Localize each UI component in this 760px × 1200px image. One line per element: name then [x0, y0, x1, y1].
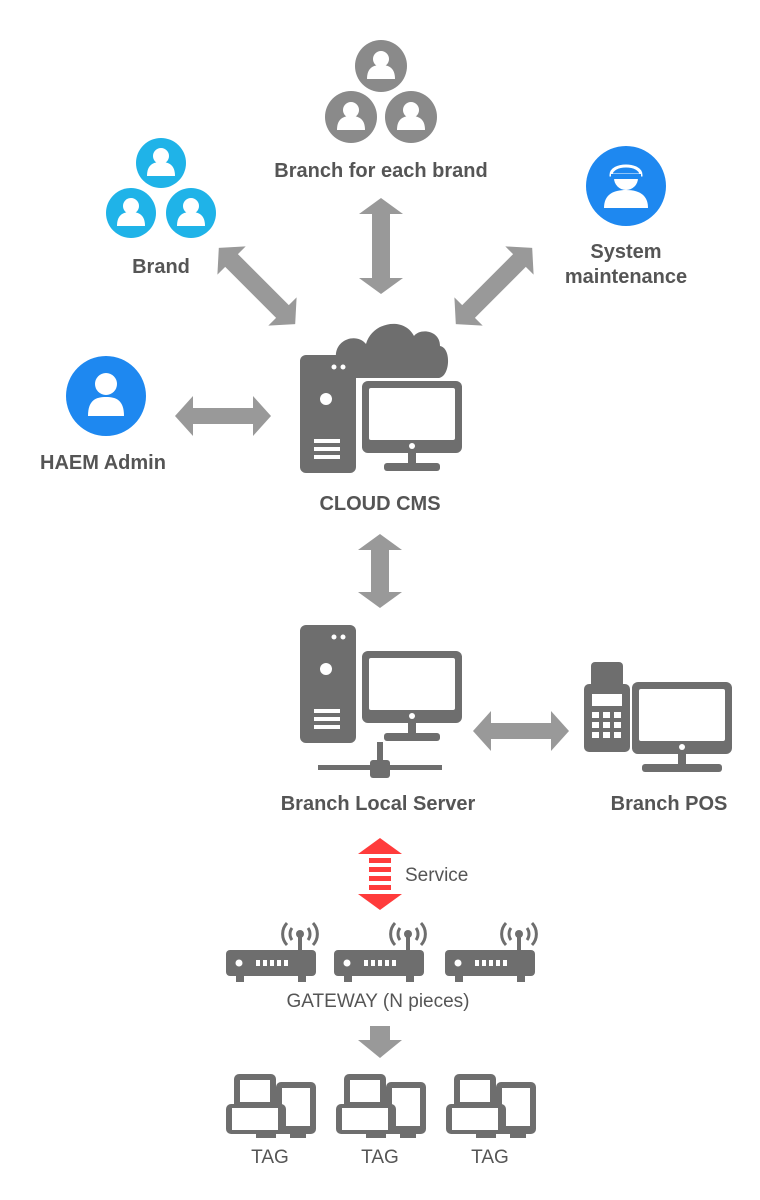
service-arrow: [358, 838, 402, 910]
arrow-brand-cloud: [217, 246, 297, 326]
tag-tablet-icon: [446, 1074, 536, 1138]
arrow-local-pos: [473, 711, 569, 751]
local-server-label: Branch Local Server: [281, 793, 476, 815]
arrow-admin-cloud: [175, 396, 271, 436]
gateway-router-icon: [443, 921, 538, 984]
arrow-branch-cloud: [359, 198, 403, 294]
arrow-cloud-local: [358, 534, 402, 608]
admin-user-icon: [66, 356, 146, 436]
tag-tablet-icon: [336, 1074, 426, 1138]
cloud-label: CLOUD CMS: [319, 493, 440, 515]
admin-label: HAEM Admin: [40, 452, 166, 474]
pos-label: Branch POS: [611, 793, 728, 815]
branch-group-icon: [325, 40, 437, 143]
brand-icon: [106, 138, 216, 238]
pos-monitor-icon: [632, 682, 732, 772]
arrow-maintenance-cloud: [454, 246, 534, 326]
local-server-icon: [300, 625, 462, 778]
brand-label: Brand: [132, 256, 190, 278]
tag-label: TAG: [251, 1147, 289, 1168]
maintenance-label-line1: System: [590, 241, 661, 263]
branch-group-label: Branch for each brand: [274, 160, 487, 182]
gateway-router-icon: [332, 921, 427, 984]
maintenance-label-line2: maintenance: [565, 266, 687, 288]
gateway-router-icon: [224, 921, 319, 984]
service-label: Service: [405, 865, 468, 886]
arrow-gateway-tag: [358, 1026, 402, 1058]
pos-terminal-icon: [584, 662, 630, 752]
tag-label: TAG: [471, 1147, 509, 1168]
gateway-label: GATEWAY (N pieces): [287, 991, 470, 1012]
maintenance-user-icon: [586, 146, 666, 226]
tag-label: TAG: [361, 1147, 399, 1168]
tag-tablet-icon: [226, 1074, 316, 1138]
